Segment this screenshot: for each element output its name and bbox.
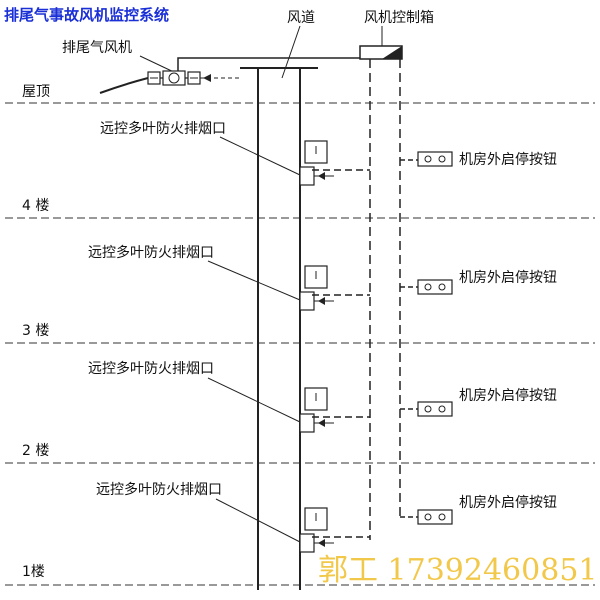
smoke-outlet-leader-4 [219, 136, 301, 176]
start-stop-button-floor-4 [400, 151, 453, 167]
smoke-outlet-label-3: 远控多叶防火排烟口 [88, 244, 214, 261]
floor-label-4: 4 楼 [22, 198, 49, 214]
smoke-outlet-leader-2 [207, 377, 301, 423]
exhaust-fan [99, 70, 240, 94]
smoke-outlet-leader-3 [207, 260, 301, 301]
floor-label-roof: 屋顶 [22, 84, 50, 100]
floor-label-2: 2 楼 [22, 443, 49, 459]
start-stop-button-floor-3 [400, 279, 453, 295]
start-stop-button-floor-1 [400, 509, 453, 525]
smoke-outlet-floor-4 [299, 140, 370, 186]
control-signal-lines [369, 59, 401, 540]
floor-label-3: 3 楼 [22, 323, 49, 339]
duct-label: 风道 [287, 10, 315, 26]
smoke-outlet-floor-3 [299, 265, 370, 311]
start-stop-button-floor-2 [400, 401, 453, 417]
exhaust-fan-label: 排尾气风机 [62, 40, 132, 56]
smoke-outlet-label-1: 远控多叶防火排烟口 [96, 481, 222, 498]
button-label-1: 机房外启停按钮 [459, 494, 557, 511]
button-label-2: 机房外启停按钮 [459, 387, 557, 404]
diagram-title: 排尾气事故风机监控系统 [4, 6, 169, 24]
smoke-outlet-floor-1 [299, 507, 370, 553]
control-box [359, 45, 403, 60]
button-label-3: 机房外启停按钮 [459, 269, 557, 286]
button-label-4: 机房外启停按钮 [459, 151, 557, 168]
smoke-outlet-label-2: 远控多叶防火排烟口 [88, 360, 214, 377]
smoke-outlet-floor-2 [299, 387, 370, 433]
fan-control-line [177, 57, 360, 71]
floor-label-1: 1楼 [22, 564, 45, 580]
control-box-label: 风机控制箱 [364, 10, 434, 26]
duct-leader [281, 25, 301, 79]
smoke-outlet-leader-1 [215, 498, 301, 543]
smoke-outlet-label-4: 远控多叶防火排烟口 [100, 120, 226, 137]
watermark: 郭工 17392460851 [318, 553, 598, 588]
